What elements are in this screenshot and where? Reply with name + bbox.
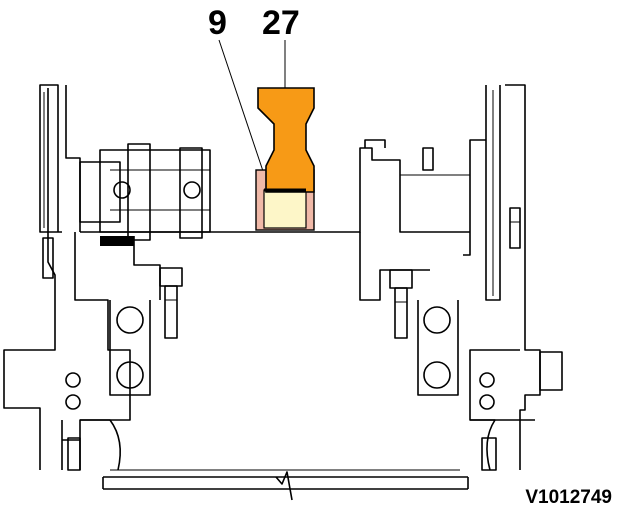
thread-block — [100, 236, 134, 246]
leader-line-9 — [218, 39, 269, 187]
bearing-ball-icon — [65, 300, 495, 410]
figure-id: V1012749 — [525, 487, 612, 508]
callout-number-9: 9 — [208, 4, 227, 42]
hub-plate — [80, 139, 470, 233]
break-line-icon — [275, 471, 293, 501]
coupling-left — [79, 143, 211, 300]
housing-left — [3, 84, 131, 471]
callout-number-27: 27 — [262, 4, 300, 42]
drift-tool — [257, 87, 315, 193]
shaft-bottom — [102, 469, 469, 490]
bolt-icon — [159, 232, 430, 339]
pin-details — [42, 207, 521, 279]
housing-right — [463, 84, 563, 471]
